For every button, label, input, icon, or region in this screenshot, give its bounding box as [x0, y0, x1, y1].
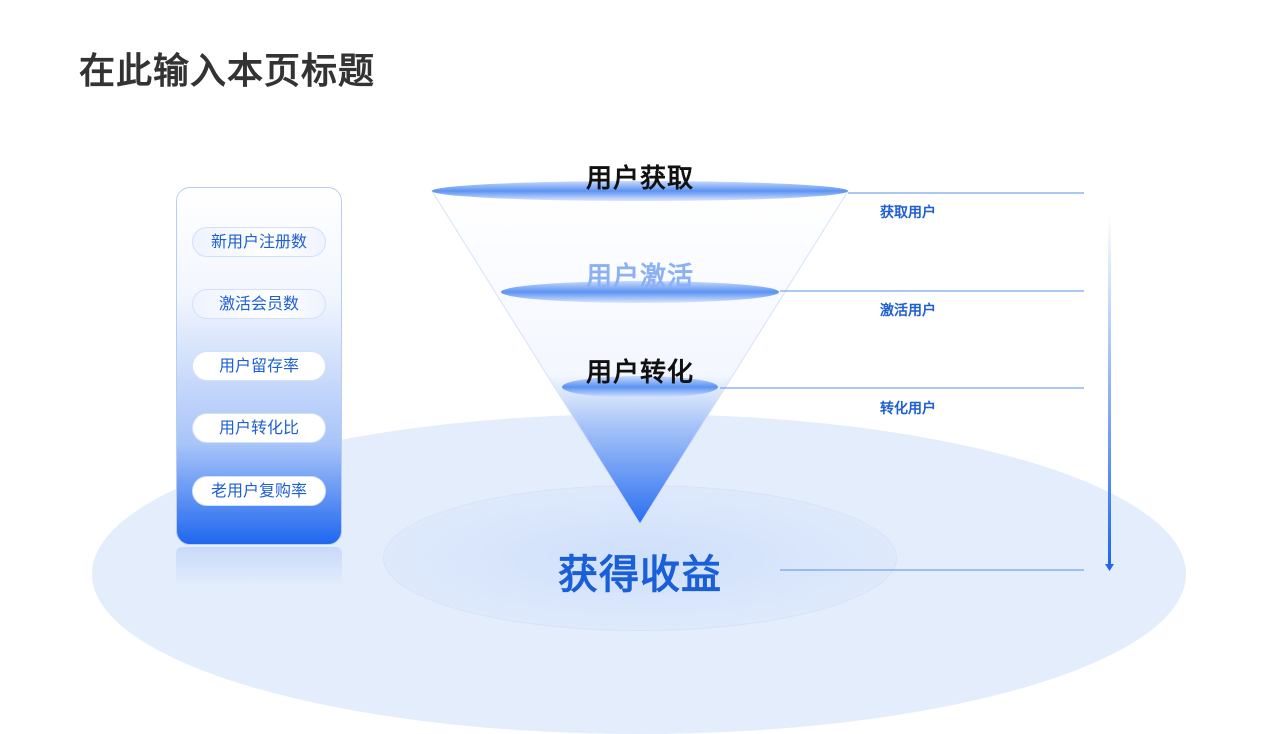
panel-reflection: [176, 547, 342, 587]
flow-arrow-shaft: [1108, 214, 1111, 564]
metric-pill: 老用户复购率: [192, 476, 326, 506]
funnel-stage-label: 用户转化: [585, 358, 695, 388]
funnel-stage-label: 用户获取: [585, 164, 695, 194]
funnel-level-disc: [501, 281, 779, 303]
metric-pill: 用户留存率: [192, 351, 326, 381]
funnel-level-disc: [562, 376, 718, 398]
flow-arrow-head: [1105, 564, 1114, 571]
metric-pill: 新用户注册数: [192, 227, 326, 257]
metric-pill: 激活会员数: [192, 289, 326, 319]
side-label: 转化用户: [880, 401, 936, 417]
funnel-result-label: 获得收益: [558, 552, 722, 598]
side-label: 获取用户: [880, 205, 936, 221]
metrics-panel: 新用户注册数 激活会员数 用户留存率 用户转化比 老用户复购率: [176, 187, 342, 545]
page-title: 在此输入本页标题: [79, 51, 376, 92]
funnel-level-disc: [432, 181, 848, 201]
metric-pill: 用户转化比: [192, 413, 326, 443]
funnel-stage-label: 用户激活: [585, 262, 695, 292]
side-label: 激活用户: [880, 303, 936, 319]
